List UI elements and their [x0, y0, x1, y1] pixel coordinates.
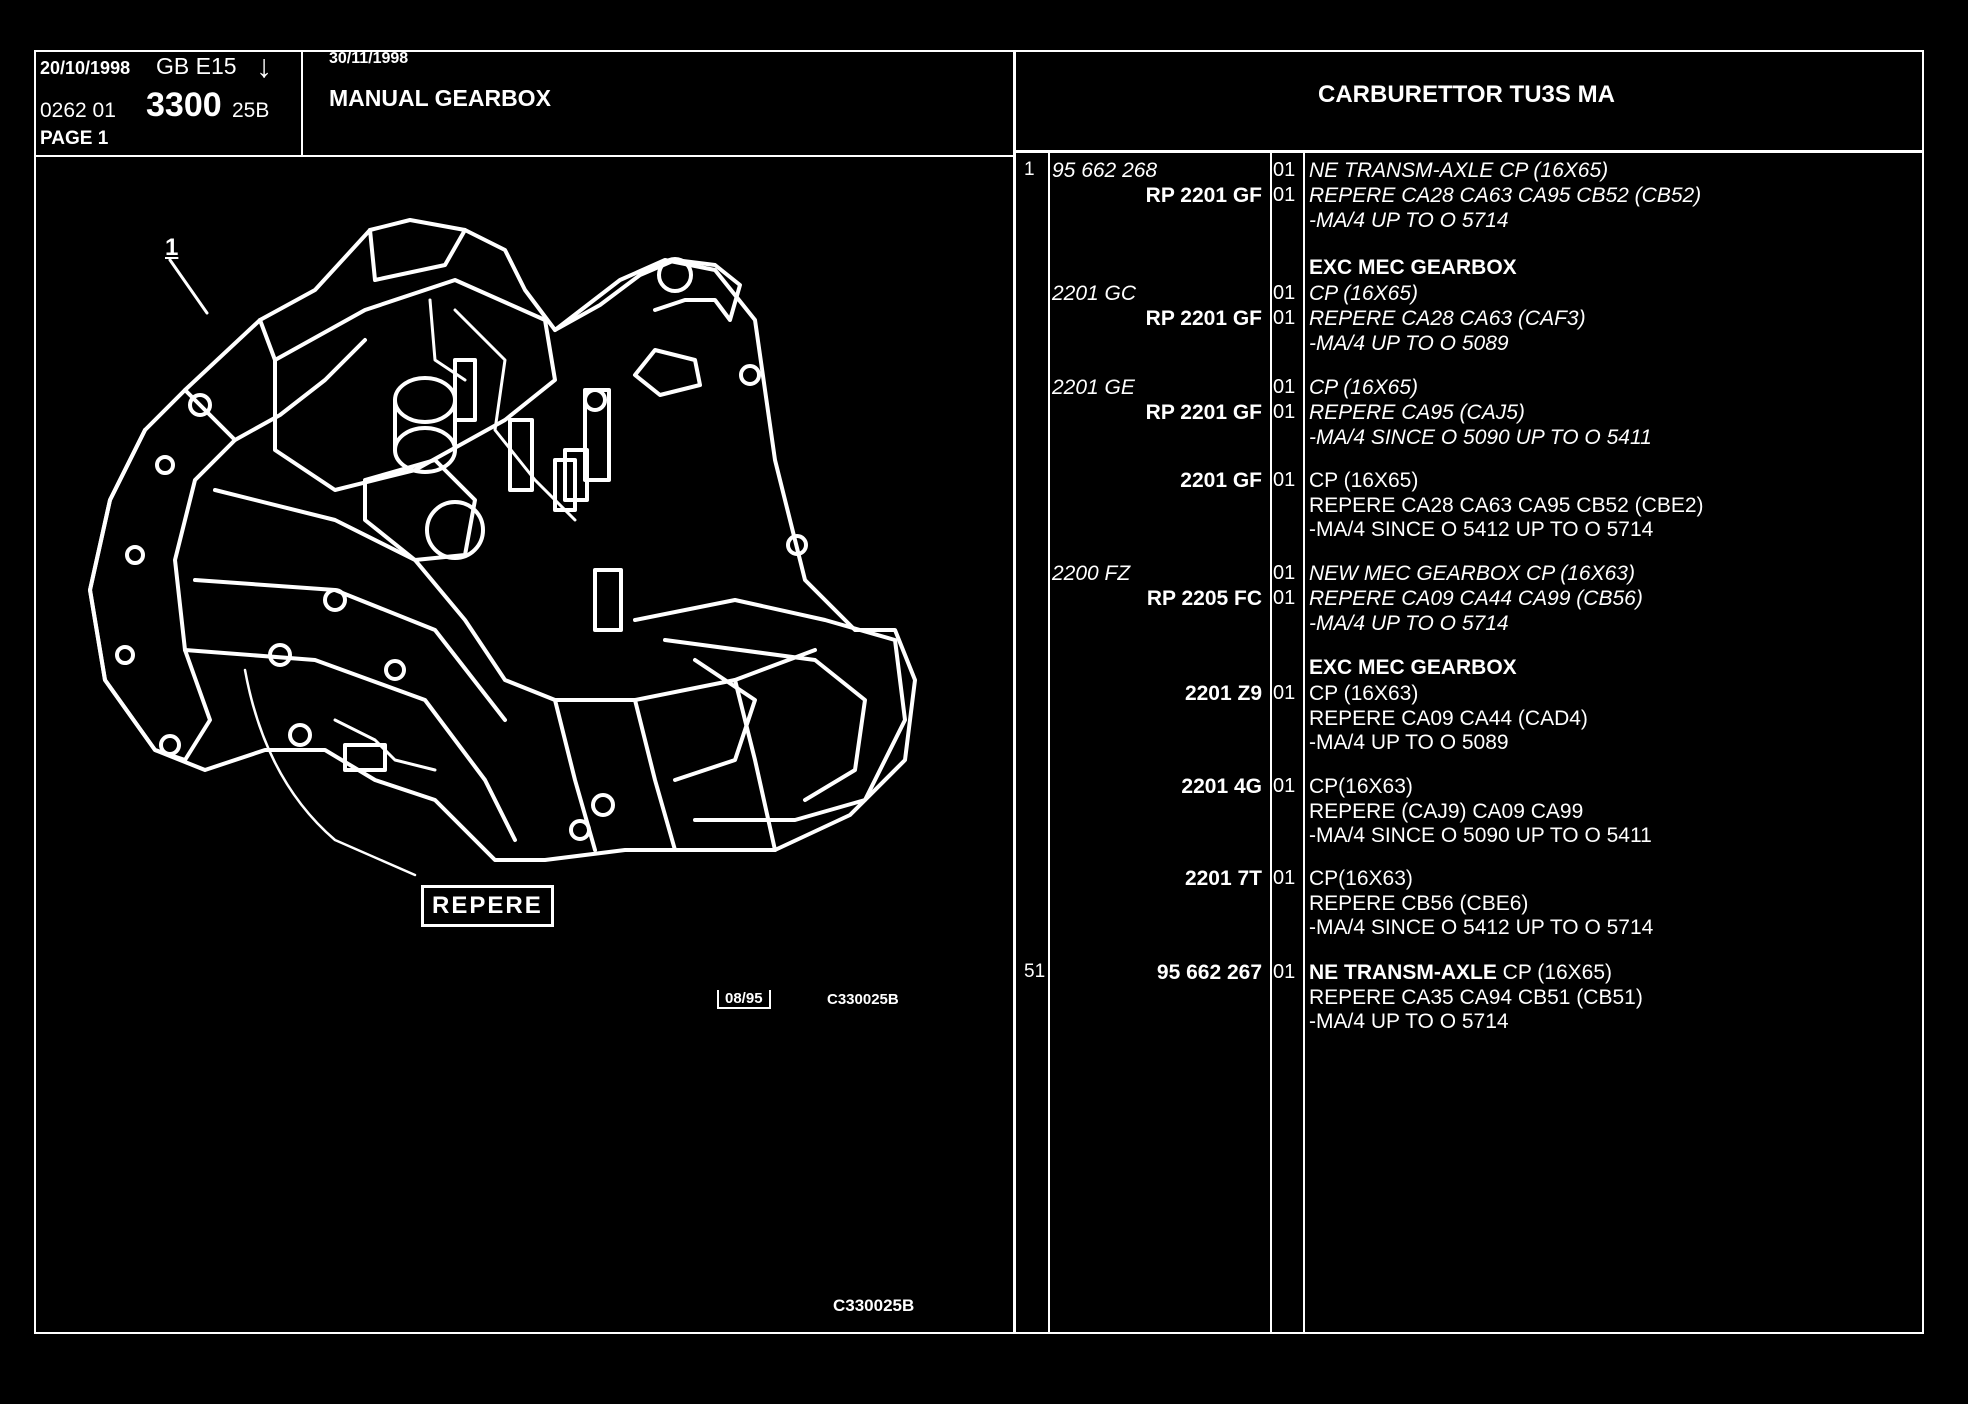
part-description-line: NE TRANSM-AXLE CP (16X65)	[1309, 159, 1609, 182]
part-description-line: REPERE CA09 CA44 (CAD4)	[1309, 706, 1588, 730]
part-description-line: -MA/4 UP TO O 5089	[1309, 731, 1509, 754]
part-quantity: 01	[1273, 682, 1296, 704]
footer-code: C330025B	[833, 1296, 915, 1315]
part-quantity: 01	[1273, 587, 1296, 609]
part-reference: 95 662 267	[1156, 961, 1262, 984]
column-divider-index	[1048, 152, 1050, 1334]
repere-label: REPERE	[421, 885, 554, 927]
part-reference: 2201 GF	[1180, 469, 1262, 492]
header-divider-left	[34, 155, 1015, 157]
column-divider-qty	[1270, 152, 1272, 1334]
part-quantity: 01	[1273, 562, 1296, 584]
header-date-2: 30/11/1998	[329, 50, 409, 67]
part-quantity: 01	[1273, 867, 1296, 889]
header-lang-code: GB E15	[156, 53, 237, 79]
part-description-line: CP(16X63)	[1309, 775, 1413, 798]
part-reference: RP 2201 GF	[1145, 401, 1262, 424]
outer-frame	[34, 50, 1924, 1334]
part-description-line: -MA/4 SINCE O 5412 UP TO O 5714	[1309, 916, 1654, 939]
part-reference: 2201 4G	[1181, 775, 1262, 798]
part-description-line: CP(16X63)	[1309, 867, 1413, 890]
header-page: PAGE 1	[40, 128, 109, 149]
main-divider	[1013, 50, 1016, 1334]
header-code-prefix: 0262 01	[40, 99, 116, 122]
part-quantity: 01	[1273, 775, 1296, 797]
part-quantity: 01	[1273, 376, 1296, 398]
part-description-line: -MA/4 UP TO O 5714	[1309, 208, 1509, 232]
part-quantity: 01	[1273, 159, 1296, 181]
header-divider-cell	[301, 50, 303, 157]
right-title: CARBURETTOR TU3S MA	[1318, 81, 1615, 108]
part-reference: 95 662 268	[1052, 159, 1158, 182]
part-description-line: CP (16X65)	[1309, 376, 1418, 399]
part-index: 51	[1024, 961, 1046, 982]
part-description-line: REPERE CA95 (CAJ5)	[1309, 401, 1525, 424]
part-description-line: CP (16X65)	[1309, 282, 1418, 305]
section-title: MANUAL GEARBOX	[329, 85, 551, 111]
part-quantity: 01	[1273, 184, 1296, 206]
part-description-line: REPERE CA09 CA44 CA99 (CB56)	[1309, 587, 1643, 610]
part-reference: RP 2201 GF	[1145, 184, 1262, 207]
callout-1: 1	[165, 234, 179, 261]
header-divider-right	[1015, 150, 1924, 153]
part-description-line: -MA/4 UP TO O 5089	[1309, 331, 1509, 355]
part-quantity: 01	[1273, 282, 1296, 304]
part-description-line: -MA/4 SINCE O 5412 UP TO O 5714	[1309, 518, 1654, 541]
part-reference: 2201 Z9	[1184, 682, 1262, 705]
part-quantity: 01	[1273, 307, 1296, 329]
part-description-line: -MA/4 UP TO O 5714	[1309, 1010, 1509, 1033]
column-divider-desc	[1303, 152, 1305, 1334]
part-description-line: REPERE CA28 CA63 CA95 CB52 (CB52)	[1309, 184, 1702, 207]
part-description-line: EXC MEC GEARBOX	[1309, 656, 1517, 679]
part-reference: RP 2205 FC	[1146, 587, 1262, 610]
part-reference: 2201 GE	[1052, 376, 1135, 399]
arrow-down-icon: ↓	[256, 48, 272, 84]
part-description-line: REPERE CA28 CA63 (CAF3)	[1309, 307, 1586, 330]
part-description-tail: CP (16X65)	[1496, 961, 1613, 984]
stamp-code: C330025B	[827, 991, 899, 1008]
part-description-line: -MA/4 SINCE O 5090 UP TO O 5411	[1309, 824, 1652, 847]
part-index: 1	[1024, 159, 1035, 180]
header-code-suffix: 25B	[232, 99, 270, 122]
gearbox-diagram	[88, 218, 917, 877]
header-code-main: 3300	[146, 86, 222, 124]
part-description-line: CP (16X63)	[1309, 682, 1419, 705]
part-description-line: -MA/4 UP TO O 5714	[1309, 611, 1509, 635]
part-quantity: 01	[1273, 961, 1296, 983]
part-description-line: REPERE (CAJ9) CA09 CA99	[1309, 799, 1584, 823]
part-description-line: NEW MEC GEARBOX CP (16X63)	[1309, 562, 1635, 585]
part-description-line: REPERE CA35 CA94 CB51 (CB51)	[1309, 985, 1643, 1009]
part-description-line: -MA/4 SINCE O 5090 UP TO O 5411	[1309, 425, 1652, 449]
header-date-1: 20/10/1998	[40, 58, 131, 78]
part-description-line: CP (16X65)	[1309, 469, 1419, 492]
part-description-line: REPERE CA28 CA63 CA95 CB52 (CBE2)	[1309, 493, 1704, 517]
part-description-line: REPERE CB56 (CBE6)	[1309, 891, 1529, 915]
stamp-date: 08/95	[717, 990, 771, 1009]
part-quantity: 01	[1273, 469, 1296, 491]
part-description-line: NE TRANSM-AXLE CP (16X65)	[1309, 961, 1613, 984]
part-reference: 2200 FZ	[1052, 562, 1131, 585]
part-reference: 2201 7T	[1184, 867, 1262, 890]
part-description-line: EXC MEC GEARBOX	[1309, 256, 1517, 279]
part-reference: 2201 GC	[1052, 282, 1137, 305]
part-quantity: 01	[1273, 401, 1296, 423]
part-reference: RP 2201 GF	[1145, 307, 1262, 330]
